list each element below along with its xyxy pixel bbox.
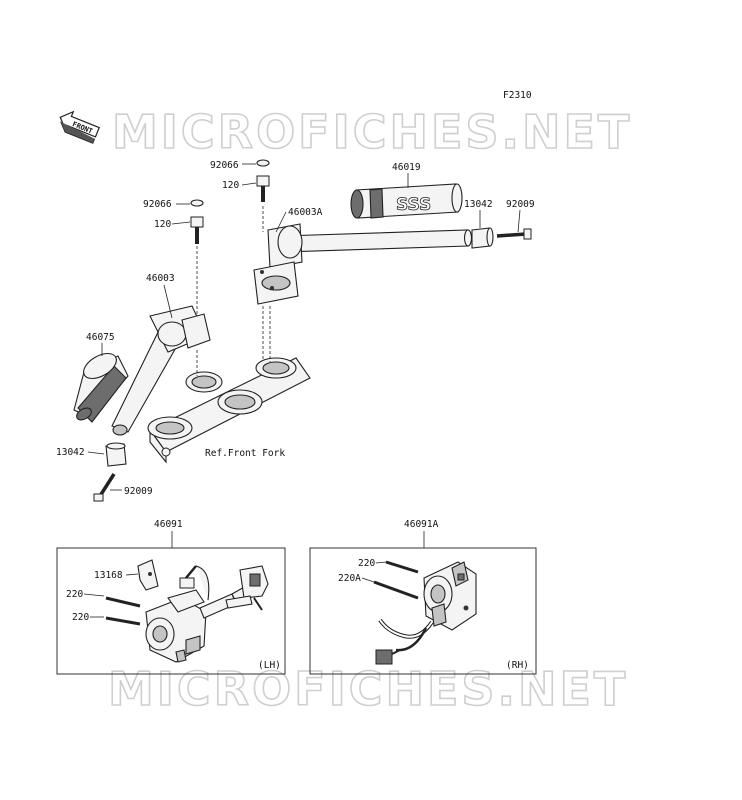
right-switch-housing-46091a: [423, 561, 477, 631]
label-46091: 46091: [154, 519, 183, 530]
label-92066-b: 92066: [143, 199, 172, 210]
label-220-b: 220: [72, 612, 89, 623]
bolt-120-right: [256, 175, 270, 232]
lh-label: (LH): [258, 660, 281, 671]
left-handlebar-46003: [111, 305, 211, 436]
rh-screws: [373, 560, 419, 600]
bracket-13168: [137, 559, 159, 591]
label-46003a: 46003A: [288, 207, 323, 218]
label-220-a: 220: [66, 589, 83, 600]
bolt-120-left: [190, 216, 204, 322]
rh-switch-box: [309, 547, 537, 675]
label-13168: 13168: [94, 570, 123, 581]
reference-note: Ref.Front Fork: [205, 448, 285, 459]
lh-screws: [105, 596, 141, 626]
lh-switch-box: [56, 547, 286, 675]
label-92066-a: 92066: [210, 160, 239, 171]
rh-wiring-harness: [375, 618, 434, 665]
upper-triple-clamp: [147, 306, 311, 464]
left-grip-46075: [73, 352, 129, 423]
label-46075: 46075: [86, 332, 115, 343]
label-92009-a: 92009: [506, 199, 535, 210]
label-46091a: 46091A: [404, 519, 439, 530]
figure-code: F2310: [503, 90, 532, 101]
svg-text:SSS: SSS: [396, 195, 431, 215]
label-46003: 46003: [146, 273, 175, 284]
washer-92066-left: [190, 199, 204, 207]
left-bar-end-13042: [105, 442, 127, 467]
lh-connector-block: [225, 565, 269, 611]
label-13042-b: 13042: [56, 447, 85, 458]
right-screw-92009: [496, 228, 532, 240]
left-switch-housing-46091: [145, 565, 251, 663]
label-220a: 220A: [338, 573, 361, 584]
label-46019: 46019: [392, 162, 421, 173]
front-arrow-icon: FRONT: [59, 110, 100, 144]
label-92009-b: 92009: [124, 486, 153, 497]
label-120-b: 120: [154, 219, 171, 230]
label-13042-a: 13042: [464, 199, 493, 210]
watermark-top: MICROFICHES.NET: [112, 105, 632, 159]
lh-connector: [179, 565, 197, 589]
washer-92066-right: [256, 159, 270, 167]
left-screw-92009: [93, 473, 116, 502]
rh-label: (RH): [506, 660, 529, 671]
watermark-bottom: MICROFICHES.NET: [108, 662, 628, 716]
label-220-c: 220: [358, 558, 375, 569]
label-120-a: 120: [222, 180, 239, 191]
right-handlebar-46003a: [253, 223, 473, 305]
right-grip-46019: SSS: [350, 183, 463, 219]
right-bar-end-13042: [471, 227, 494, 249]
